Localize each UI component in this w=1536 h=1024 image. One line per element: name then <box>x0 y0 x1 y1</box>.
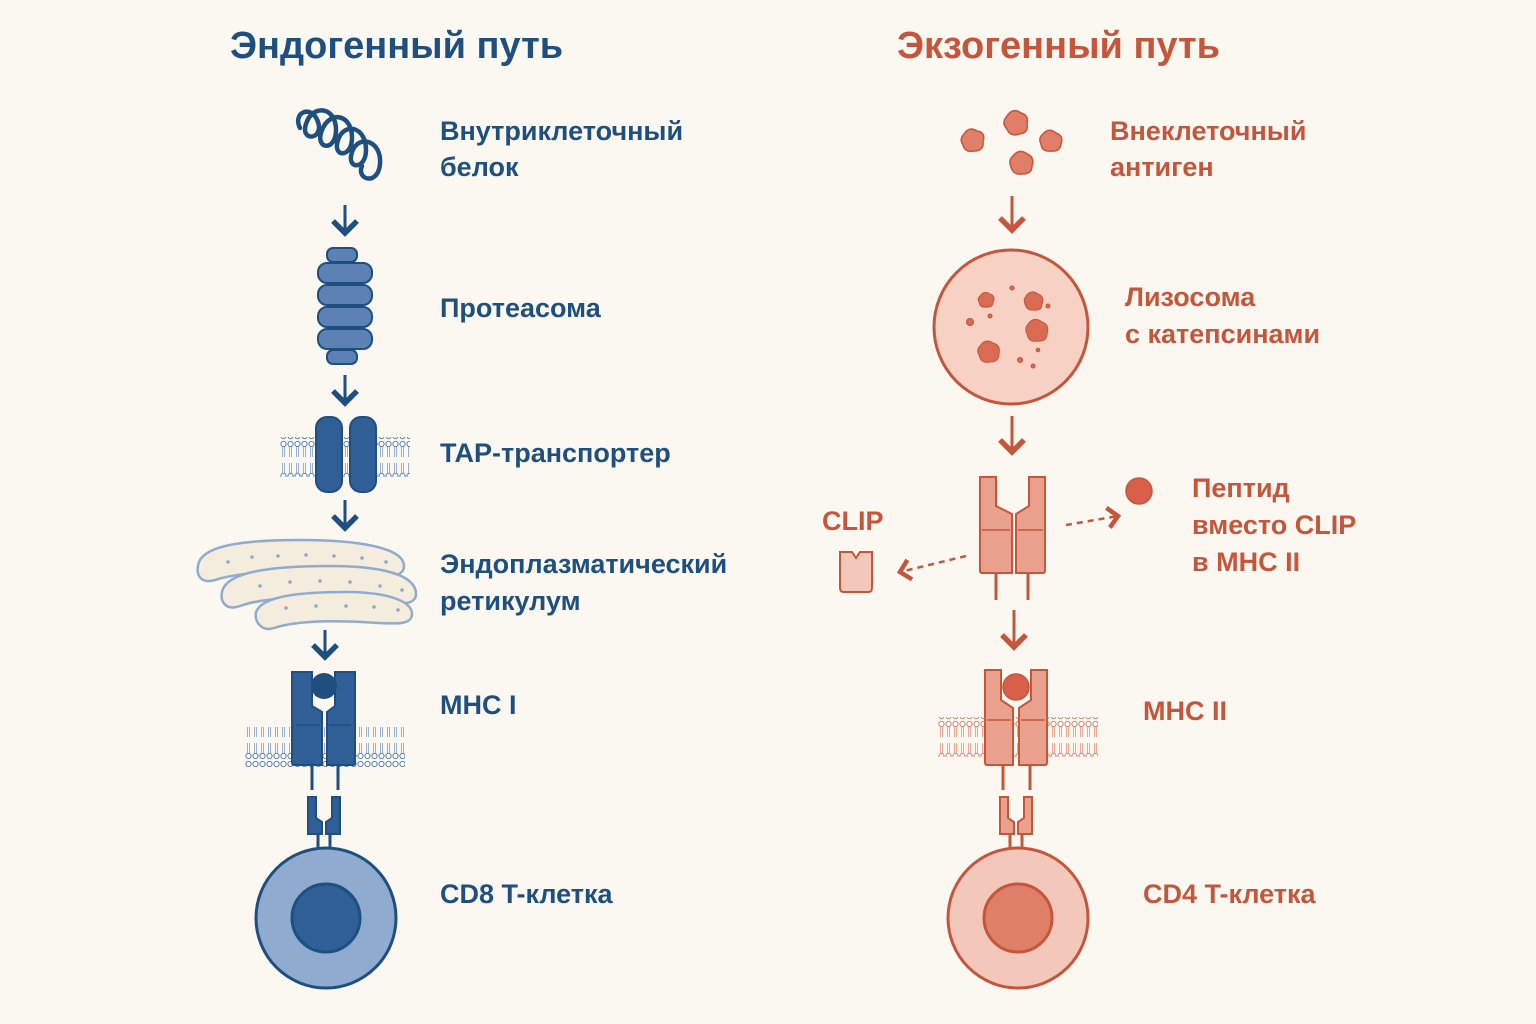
endoplasmic-reticulum-icon <box>196 538 418 631</box>
endo-protein-label: Внутриклеточный белок <box>440 116 691 182</box>
tcr-receptor-icon <box>999 796 1033 852</box>
exo-mhc-label: MHC II <box>1143 696 1227 726</box>
peptide-icon <box>1125 477 1153 505</box>
proteasome-icon <box>317 247 373 365</box>
extracellular-antigen-icon <box>960 109 1063 175</box>
clip-release-arrow <box>896 554 967 582</box>
cd4-t-cell-icon <box>946 846 1090 990</box>
tcr-receptor-icon <box>307 796 341 852</box>
peptide-icon <box>311 673 337 699</box>
exo-title: Экзогенный путь <box>897 25 1220 67</box>
mhc-ii-clip-complex-icon <box>979 476 1046 600</box>
endo-tcell-label: CD8 T-клетка <box>440 879 614 909</box>
exo-lysosome-label: Лизосома с катепсинами <box>1125 282 1320 349</box>
exo-peptide-label: Пептид вместо CLIP в MHC II <box>1192 473 1363 577</box>
clip-fragment-icon <box>839 551 873 593</box>
endo-mhc-label: MHC I <box>440 690 517 720</box>
tap-transporter-icon <box>280 416 410 493</box>
protein-coil-icon <box>295 108 383 181</box>
endo-title: Эндогенный путь <box>230 25 563 67</box>
exo-tcell-label: CD4 T-клетка <box>1143 879 1317 909</box>
mhc-i-icon <box>245 671 405 790</box>
endo-er-label: Эндоплазматический ретикулум <box>440 549 735 616</box>
endo-proteasome-label: Протеасома <box>440 293 602 323</box>
clip-label: CLIP <box>822 506 884 536</box>
cd8-t-cell-icon <box>254 846 398 990</box>
lysosome-icon <box>932 248 1090 406</box>
endo-tap-label: TAP-транспортер <box>440 438 671 468</box>
exo-antigen-label: Внеклеточный антиген <box>1110 116 1314 182</box>
peptide-load-arrow <box>1065 506 1122 529</box>
mhc-ii-icon <box>938 669 1098 790</box>
